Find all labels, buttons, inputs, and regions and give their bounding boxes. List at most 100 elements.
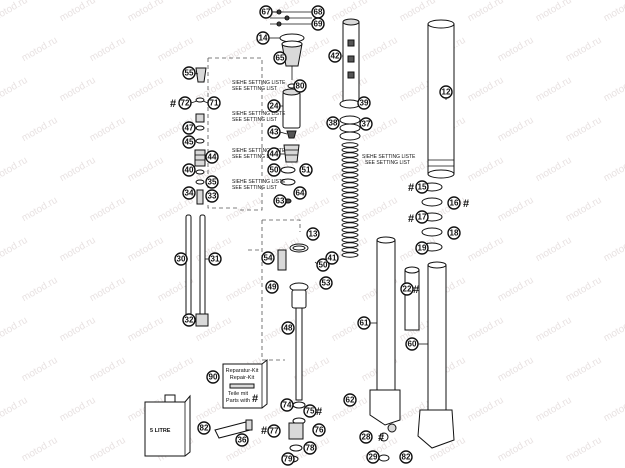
callout-61[interactable]: 61 xyxy=(357,316,371,330)
callout-40[interactable]: 40 xyxy=(182,163,196,177)
hash-mark-17: # xyxy=(408,213,414,225)
callout-17[interactable]: 17 xyxy=(415,210,429,224)
callout-53[interactable]: 53 xyxy=(319,276,333,290)
spring-coil xyxy=(341,212,359,218)
callout-38[interactable]: 38 xyxy=(326,116,340,130)
callout-54[interactable]: 54 xyxy=(261,251,275,265)
callout-72[interactable]: 72 xyxy=(178,96,192,110)
callout-33[interactable]: 33 xyxy=(205,189,219,203)
callout-45[interactable]: 45 xyxy=(182,135,196,149)
callout-42[interactable]: 42 xyxy=(328,49,342,63)
callout-44[interactable]: 44 xyxy=(267,147,281,161)
oil-can-label: 5 LITRE xyxy=(150,428,171,434)
svg-text:67: 67 xyxy=(262,8,271,17)
repair-kit-line3: Teile mit xyxy=(228,391,249,397)
svg-text:75: 75 xyxy=(306,407,315,416)
svg-text:82: 82 xyxy=(200,424,209,433)
callout-71[interactable]: 71 xyxy=(207,96,221,110)
setting-note-1a: SIEHE SETTING LISTE xyxy=(232,80,286,86)
callout-31[interactable]: 31 xyxy=(208,252,222,266)
hash-mark-19: # xyxy=(408,182,414,194)
setting-note-1b: SEE SETTING LIST xyxy=(232,86,277,92)
svg-text:17: 17 xyxy=(418,213,427,222)
callout-30[interactable]: 30 xyxy=(174,252,188,266)
callout-19[interactable]: 19 xyxy=(415,241,429,255)
setting-note-5b: SEE SETTING LIST xyxy=(365,160,410,166)
callout-35[interactable]: 35 xyxy=(205,175,219,189)
hash-mark-28: # xyxy=(378,432,384,444)
callout-69[interactable]: 69 xyxy=(311,17,325,31)
svg-text:15: 15 xyxy=(418,183,427,192)
callout-55[interactable]: 55 xyxy=(182,66,196,80)
callout-68[interactable]: 68 xyxy=(311,5,325,19)
callout-83[interactable]: 82 xyxy=(197,421,211,435)
callout-41[interactable]: 41 xyxy=(325,251,339,265)
svg-text:28: 28 xyxy=(362,433,371,442)
svg-text:60: 60 xyxy=(408,340,417,349)
callout-78[interactable]: 78 xyxy=(303,441,317,455)
callout-79[interactable]: 79 xyxy=(281,452,295,466)
callout-77[interactable]: 77 xyxy=(267,424,281,438)
spring-coil xyxy=(341,242,359,248)
svg-text:24: 24 xyxy=(270,102,279,111)
callout-14[interactable]: 14 xyxy=(256,31,270,45)
grease-tube xyxy=(214,419,253,439)
spring-coil xyxy=(341,147,359,153)
callout-18[interactable]: 18 xyxy=(447,226,461,240)
svg-text:41: 41 xyxy=(328,254,337,263)
callout-49[interactable]: 49 xyxy=(265,280,279,294)
svg-text:34: 34 xyxy=(185,189,194,198)
callout-29[interactable]: 29 xyxy=(366,450,380,464)
spring-coil xyxy=(341,187,359,193)
svg-text:36: 36 xyxy=(238,436,247,445)
callout-39[interactable]: 39 xyxy=(357,96,371,110)
svg-text:33: 33 xyxy=(208,192,217,201)
callout-64[interactable]: 64 xyxy=(293,186,307,200)
damper-cartridge xyxy=(339,18,361,258)
callout-90[interactable]: 90 xyxy=(206,370,220,384)
callout-32[interactable]: 32 xyxy=(182,313,196,327)
setting-note-3a: SIEHE SETTING LISTE xyxy=(232,148,286,154)
svg-text:47: 47 xyxy=(185,124,194,133)
svg-text:78: 78 xyxy=(306,444,315,453)
svg-text:30: 30 xyxy=(177,255,186,264)
callout-28[interactable]: 28 xyxy=(359,430,373,444)
callout-67[interactable]: 67 xyxy=(259,5,273,19)
callout-76[interactable]: 76 xyxy=(312,423,326,437)
callout-34[interactable]: 34 xyxy=(182,186,196,200)
callout-50b[interactable]: 50 xyxy=(316,258,330,272)
hash-mark-75: # xyxy=(316,406,322,418)
svg-text:40: 40 xyxy=(185,166,194,175)
callout-63[interactable]: 63 xyxy=(273,194,287,208)
callout-43[interactable]: 43 xyxy=(267,125,281,139)
svg-text:79: 79 xyxy=(284,455,293,464)
callout-62[interactable]: 62 xyxy=(343,393,357,407)
callout-48[interactable]: 48 xyxy=(281,321,295,335)
callout-65[interactable]: 65 xyxy=(273,51,287,65)
callout-12[interactable]: 12 xyxy=(439,85,453,99)
callout-60[interactable]: 60 xyxy=(405,337,419,351)
callout-13[interactable]: 13 xyxy=(306,227,320,241)
callout-51[interactable]: 51 xyxy=(299,163,313,177)
callout-37[interactable]: 37 xyxy=(359,117,373,131)
callout-50[interactable]: 50 xyxy=(267,163,281,177)
callout-74[interactable]: 74 xyxy=(280,398,294,412)
callout-15[interactable]: 15 xyxy=(415,180,429,194)
svg-text:37: 37 xyxy=(362,120,371,129)
callout-75[interactable]: 75 xyxy=(303,404,317,418)
callout-36[interactable]: 36 xyxy=(235,433,249,447)
svg-text:18: 18 xyxy=(450,229,459,238)
callout-80[interactable]: 80 xyxy=(293,79,307,93)
callout-22[interactable]: 22 xyxy=(400,282,414,296)
spring-coil xyxy=(341,157,359,163)
callout-44b[interactable]: 44 xyxy=(205,150,219,164)
svg-text:54: 54 xyxy=(264,254,273,263)
callout-24[interactable]: 24 xyxy=(267,99,281,113)
svg-text:29: 29 xyxy=(369,453,378,462)
fork-spring xyxy=(341,142,359,258)
callout-47[interactable]: 47 xyxy=(182,121,196,135)
spring-coil xyxy=(341,152,359,158)
callout-82[interactable]: 82 xyxy=(399,450,413,464)
callout-16[interactable]: 16 xyxy=(447,196,461,210)
